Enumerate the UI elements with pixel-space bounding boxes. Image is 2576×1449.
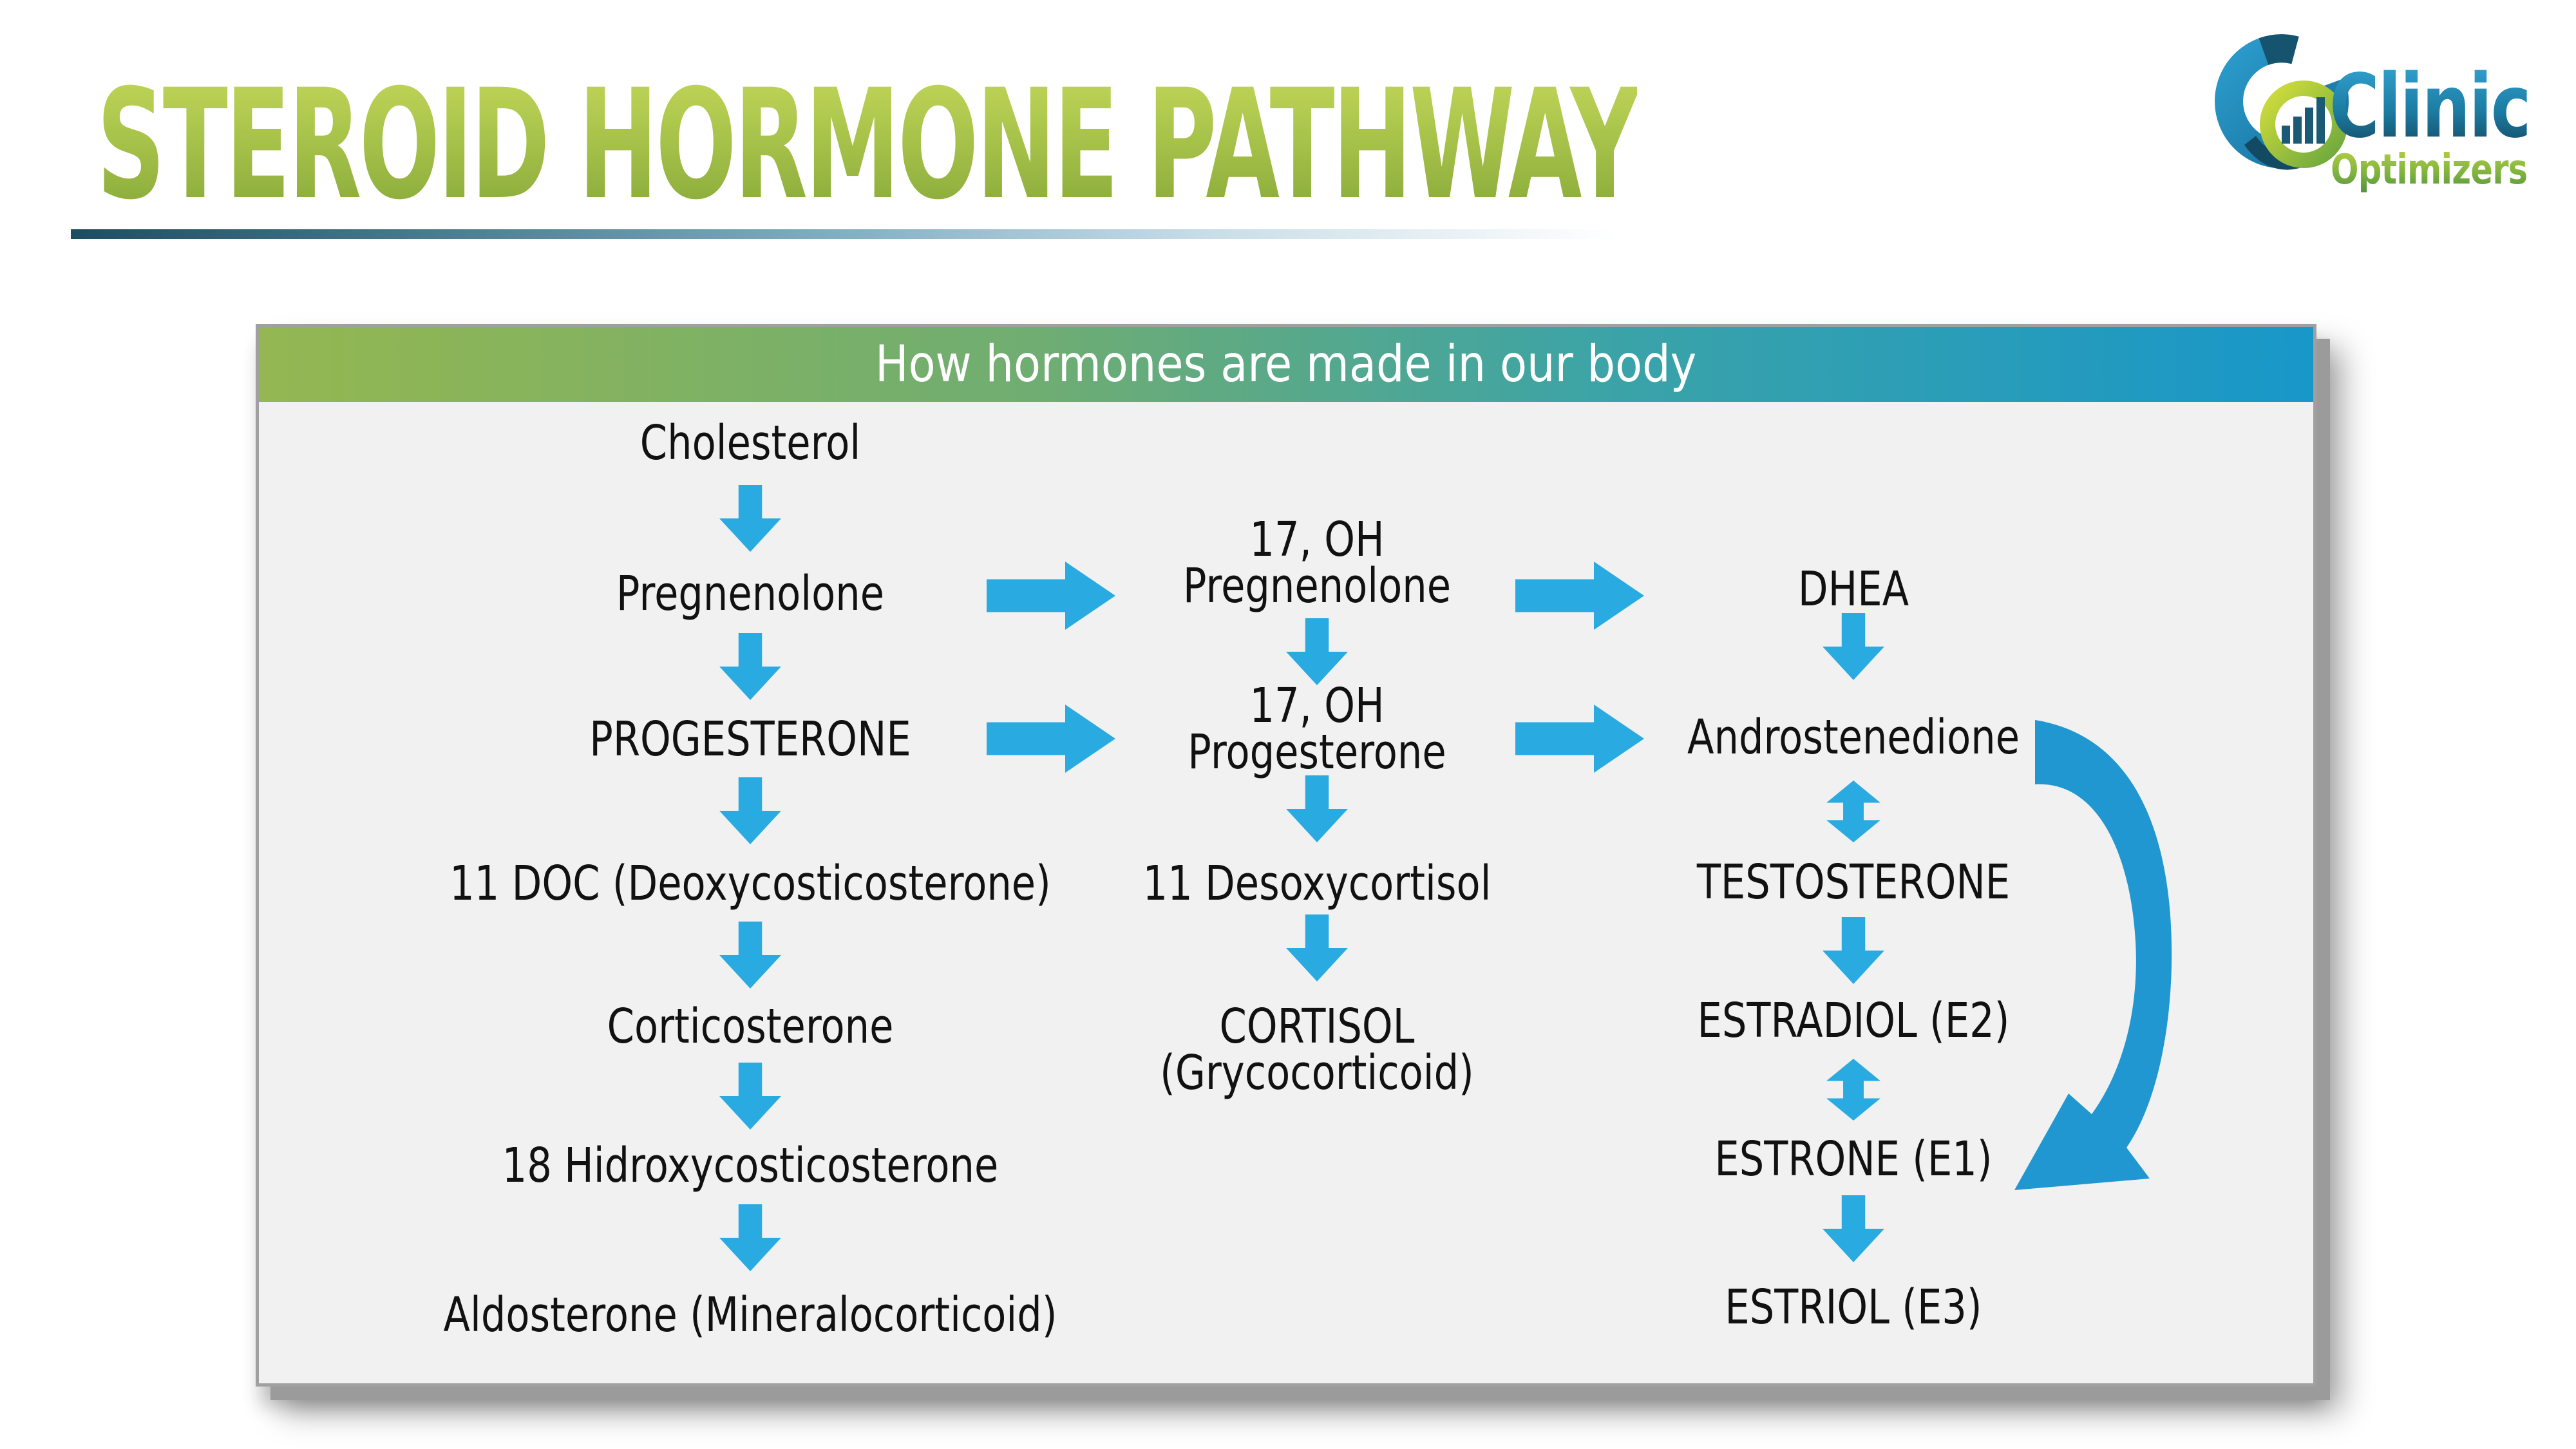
title-underline xyxy=(71,229,1649,239)
node-androstenedione: Androstenedione xyxy=(1687,710,2020,765)
node-estrone-e1: ESTRONE (E1) xyxy=(1714,1132,1993,1187)
arrow-androstenedione-estrone-curved-icon xyxy=(2014,720,2172,1190)
node-18-hidroxycosticosterone: 18 Hidroxycosticosterone xyxy=(502,1138,999,1193)
panel-header-bar: How hormones are made in our body xyxy=(259,327,2313,402)
node-17oh-pregnenolone: 17, OH Pregnenolone xyxy=(1182,512,1452,614)
node-17oh-progesterone: 17, OH Progesterone xyxy=(1188,678,1446,780)
logo-brand-text: Clinic xyxy=(2329,56,2532,158)
node-11-desoxycortisol: 11 Desoxycortisol xyxy=(1142,856,1492,911)
node-corticosterone: Corticosterone xyxy=(607,999,894,1054)
logo-bar-chart-icon xyxy=(2282,97,2325,144)
node-cholesterol: Cholesterol xyxy=(639,415,861,471)
node-11-doc: 11 DOC (Deoxycosticosterone) xyxy=(450,856,1051,911)
clinic-optimizers-logo: Clinic Optimizers xyxy=(2206,23,2566,196)
logo-sub-text: Optimizers xyxy=(2331,146,2528,194)
node-cortisol: CORTISOL (Grycocorticoid) xyxy=(1160,999,1474,1101)
logo-c-swirl-icon xyxy=(2215,34,2349,170)
page-title: STEROID HORMONE PATHWAY xyxy=(97,57,1640,233)
node-testosterone: TESTOSTERONE xyxy=(1696,855,2011,910)
node-progesterone: PROGESTERONE xyxy=(589,712,911,767)
node-estradiol-e2: ESTRADIOL (E2) xyxy=(1697,993,2010,1048)
node-dhea: DHEA xyxy=(1797,562,1909,617)
pathway-panel: How hormones are made in our body xyxy=(256,324,2316,1387)
node-pregnenolone: Pregnenolone xyxy=(616,566,885,621)
panel-header-title: How hormones are made in our body xyxy=(875,336,1697,393)
node-aldosterone: Aldosterone (Mineralocorticoid) xyxy=(443,1287,1057,1343)
node-estriol-e3: ESTRIOL (E3) xyxy=(1725,1280,1982,1335)
